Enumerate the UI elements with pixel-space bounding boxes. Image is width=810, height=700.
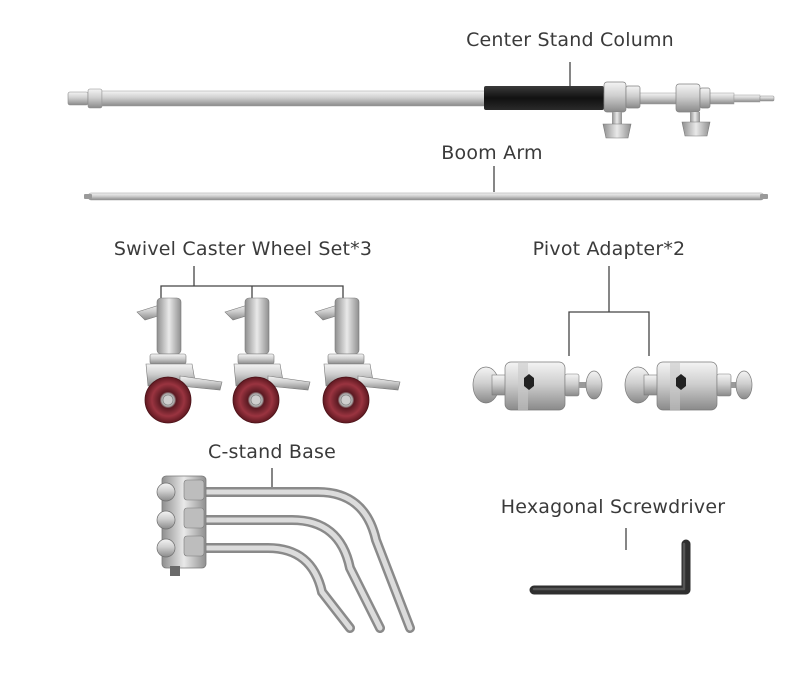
- hexagonal-screwdriver: [529, 528, 691, 595]
- pivot-adapter-1: [472, 361, 603, 411]
- swivel-caster-wheel-set: [160, 266, 344, 298]
- label-hexagonal-screwdriver: Hexagonal Screwdriver: [500, 496, 726, 518]
- caster-leader-lines: [160, 266, 344, 298]
- c-stand-base: [156, 468, 415, 633]
- label-c-stand-base: C-stand Base: [208, 441, 336, 463]
- caster-wheel-1: [136, 297, 223, 424]
- pivot-adapter-leader-lines: [568, 266, 650, 356]
- label-pivot-adapter: Pivot Adapter*2: [532, 238, 686, 260]
- column-grip: [484, 86, 604, 110]
- boom-arm: [84, 166, 768, 201]
- label-center-stand-column: Center Stand Column: [466, 29, 674, 51]
- caster-wheel-2: [224, 297, 311, 424]
- caster-wheel-3: [314, 297, 401, 424]
- pivot-adapter-2: [624, 361, 753, 411]
- label-boom-arm: Boom Arm: [441, 142, 543, 164]
- center-stand-column: [67, 62, 775, 139]
- label-swivel-caster-wheel-set: Swivel Caster Wheel Set*3: [113, 238, 373, 260]
